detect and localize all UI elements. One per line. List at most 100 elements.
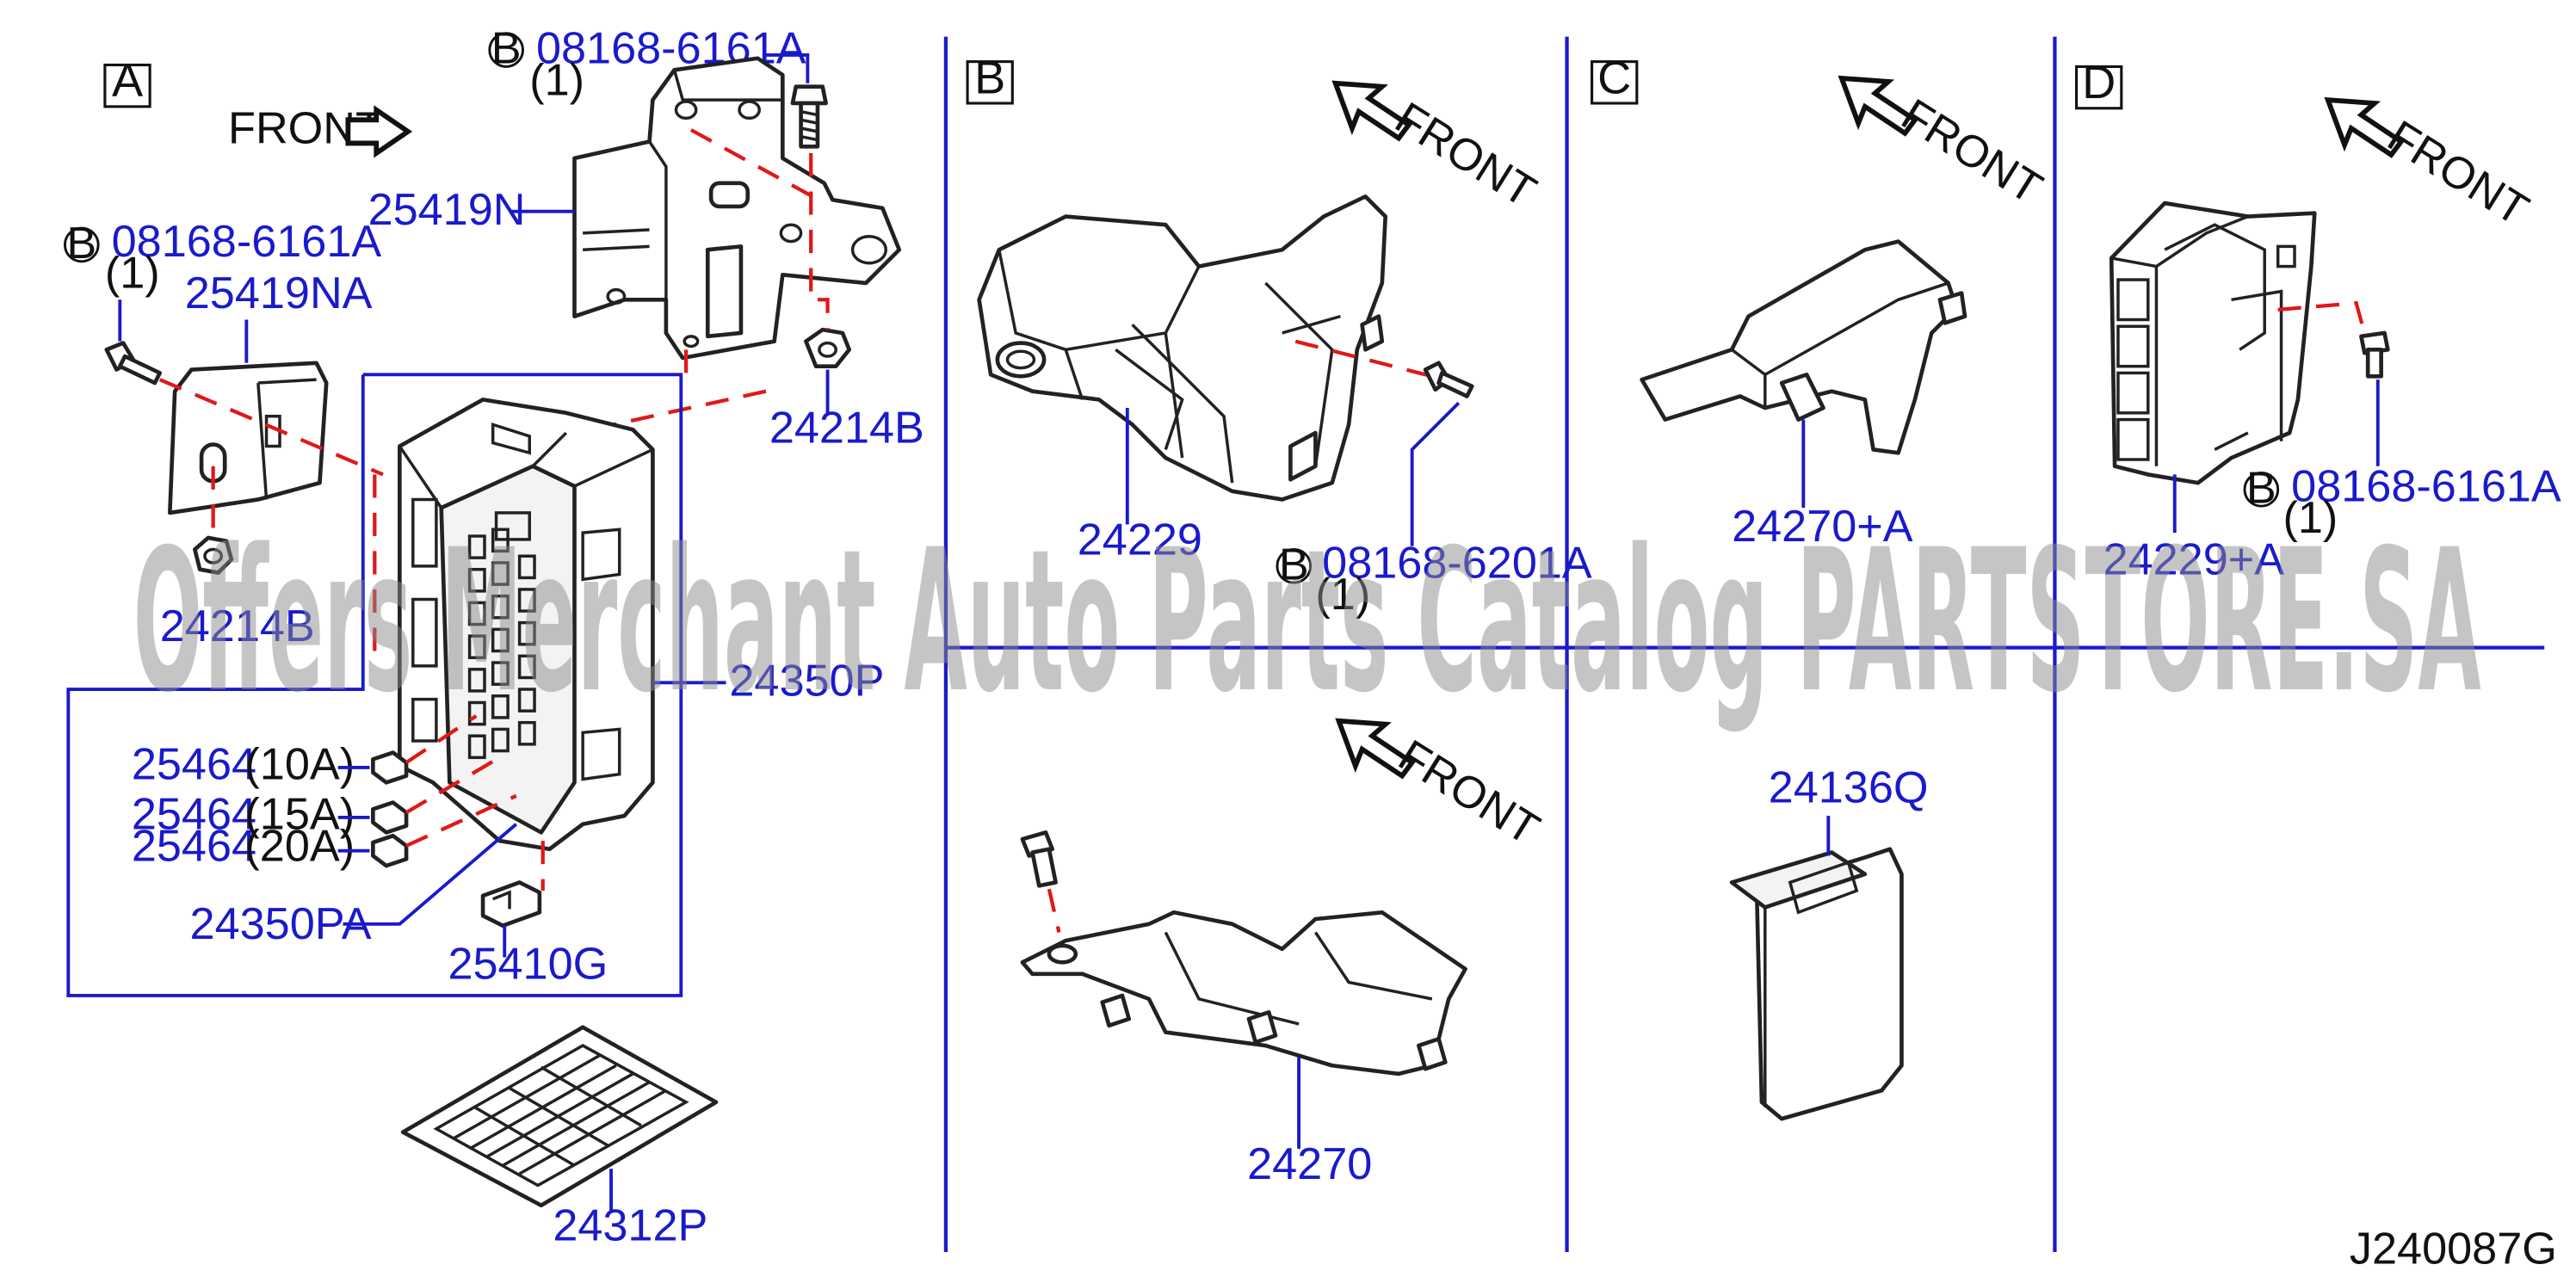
section-d-box: D — [2075, 57, 2123, 110]
section-b-letter: B — [974, 52, 1005, 103]
fuse-block-24350p[interactable] — [398, 398, 655, 852]
part-label-fuse[interactable]: 25464 — [132, 790, 256, 840]
label-24229[interactable]: 24229 — [1078, 408, 1202, 564]
qty-label: (1) — [105, 249, 160, 299]
front-indicator-b-bottom: FRONT — [1335, 718, 1547, 855]
part-label-fuse[interactable]: 25464 — [132, 739, 256, 789]
label-24214b-left[interactable]: 24214B — [160, 601, 315, 651]
label-24136q[interactable]: 24136Q — [1769, 763, 1929, 856]
callout-bolt-left[interactable]: B 08168-6161A (1) — [64, 217, 382, 342]
front-label: FRONT — [2379, 111, 2536, 235]
part-label-relay[interactable]: 25410G — [448, 940, 608, 990]
assembly-guide-line — [1047, 888, 1061, 933]
part-label-bolt[interactable]: 08168-6161A — [112, 217, 382, 267]
callout-b-icon — [64, 226, 100, 263]
label-24350pa[interactable]: 24350PA — [190, 823, 518, 949]
label-25419n[interactable]: 25419N — [368, 185, 575, 235]
part-label-cover[interactable]: 25419NA — [185, 268, 373, 318]
front-label: FRONT — [1893, 89, 2050, 213]
part-label-fuse-puller[interactable]: 24350PA — [190, 899, 372, 949]
svg-text:B: B — [491, 24, 522, 74]
fuse-10a[interactable]: 25464 (10A) — [132, 739, 409, 789]
front-indicator-a: FRONT — [228, 103, 413, 158]
bracket-25419n[interactable] — [572, 56, 902, 361]
label-24312p[interactable]: 24312P — [553, 1169, 707, 1250]
part-label-fuse[interactable]: 25464 — [132, 821, 256, 871]
protector-24270a[interactable] — [1640, 239, 1968, 455]
cover-24136q[interactable] — [1729, 847, 1904, 1121]
label-sheet-24312p[interactable] — [400, 1025, 719, 1208]
front-arrow-icon — [1335, 718, 1416, 780]
fuse-icon — [371, 800, 409, 835]
label-24214b-right[interactable]: 24214B — [769, 369, 924, 453]
part-label-label-sheet[interactable]: 24312P — [553, 1200, 707, 1250]
section-dividers — [943, 36, 2545, 1252]
callout-bolt-top[interactable]: B 08168-6161A (1) — [488, 24, 810, 106]
svg-text:B: B — [66, 219, 96, 268]
callout-bolt-b[interactable]: B 08168-6201A (1) — [1276, 401, 1592, 620]
section-b-box: B — [966, 52, 1014, 105]
svg-text:B: B — [2246, 463, 2276, 513]
cover-25419na[interactable] — [168, 361, 329, 515]
fuse-15a[interactable]: 25464 (15A) — [132, 790, 409, 840]
fuse-20a[interactable]: 25464 (20A) — [132, 821, 409, 871]
assembly-guide-line — [405, 714, 545, 891]
part-label-nut[interactable]: 24214B — [160, 601, 315, 651]
section-c-letter: C — [1597, 52, 1631, 103]
part-label-nut[interactable]: 24214B — [769, 404, 924, 453]
nut-icon — [804, 327, 852, 368]
bolt-icon — [104, 341, 163, 386]
leader-line — [764, 52, 810, 83]
svg-text:B: B — [1279, 540, 1309, 589]
part-label-bracket[interactable]: 24229+A — [2103, 535, 2285, 585]
callout-b-icon — [488, 32, 524, 68]
assembly-guide-line — [158, 378, 384, 653]
section-d-letter: D — [2082, 57, 2116, 108]
relay-25410g[interactable] — [480, 880, 542, 928]
fuse-icon — [371, 833, 409, 868]
fuse-rating: (15A) — [244, 790, 355, 840]
assembly-guide-line — [1294, 339, 1433, 379]
front-label: FRONT — [1390, 731, 1547, 854]
front-label: FRONT — [1387, 93, 1544, 217]
relay-icon — [480, 880, 542, 928]
label-24350p[interactable]: 24350P — [652, 657, 884, 706]
front-indicator-c: FRONT — [1838, 75, 2050, 214]
front-arrow-icon — [1331, 80, 1412, 142]
part-label-protector[interactable]: 24270+A — [1732, 502, 1913, 552]
part-label-cover[interactable]: 24136Q — [1769, 763, 1929, 813]
part-label-fuse-block[interactable]: 24350P — [729, 657, 884, 706]
part-label-bracket[interactable]: 24229 — [1078, 515, 1202, 564]
part-label-bolt[interactable]: 08168-6201A — [1322, 538, 1592, 588]
part-label-bracket[interactable]: 25419N — [368, 185, 526, 235]
part-label-bolt[interactable]: 08168-6161A — [2291, 461, 2561, 511]
assembly-guide-line — [2277, 300, 2367, 334]
callout-b-icon — [2243, 472, 2280, 508]
front-arrow-icon — [1838, 75, 1919, 137]
assembly-guide-line — [498, 128, 830, 452]
bracket-24229[interactable] — [977, 194, 1388, 502]
label-24270a[interactable]: 24270+A — [1732, 419, 1913, 552]
nut-icon — [193, 535, 234, 575]
fuse-block-frame — [66, 373, 683, 997]
bracket-24229a[interactable] — [2109, 200, 2317, 485]
qty-label: (1) — [1315, 570, 1370, 620]
label-25419na[interactable]: 25419NA — [185, 268, 373, 363]
fuse-rating: (10A) — [244, 739, 355, 789]
bracket-grid — [2116, 278, 2150, 461]
label-24229a[interactable]: 24229+A — [2103, 474, 2285, 585]
label-24270[interactable]: 24270 — [1247, 1057, 1372, 1189]
callout-b-icon — [1276, 548, 1313, 584]
label-25410g[interactable]: 25410G — [448, 925, 608, 990]
fuse-icon — [371, 750, 409, 785]
section-a-letter: A — [112, 55, 144, 107]
part-label-protector[interactable]: 24270 — [1247, 1139, 1372, 1189]
fuse-rating: (20A) — [244, 821, 355, 871]
callout-bolt-d[interactable]: B 08168-6161A (1) — [2243, 379, 2561, 543]
bolt-icon — [790, 84, 828, 149]
front-indicator-d: FRONT — [2324, 96, 2536, 236]
fuse-slots — [467, 527, 536, 760]
harness-protector-24270[interactable] — [1020, 910, 1467, 1077]
